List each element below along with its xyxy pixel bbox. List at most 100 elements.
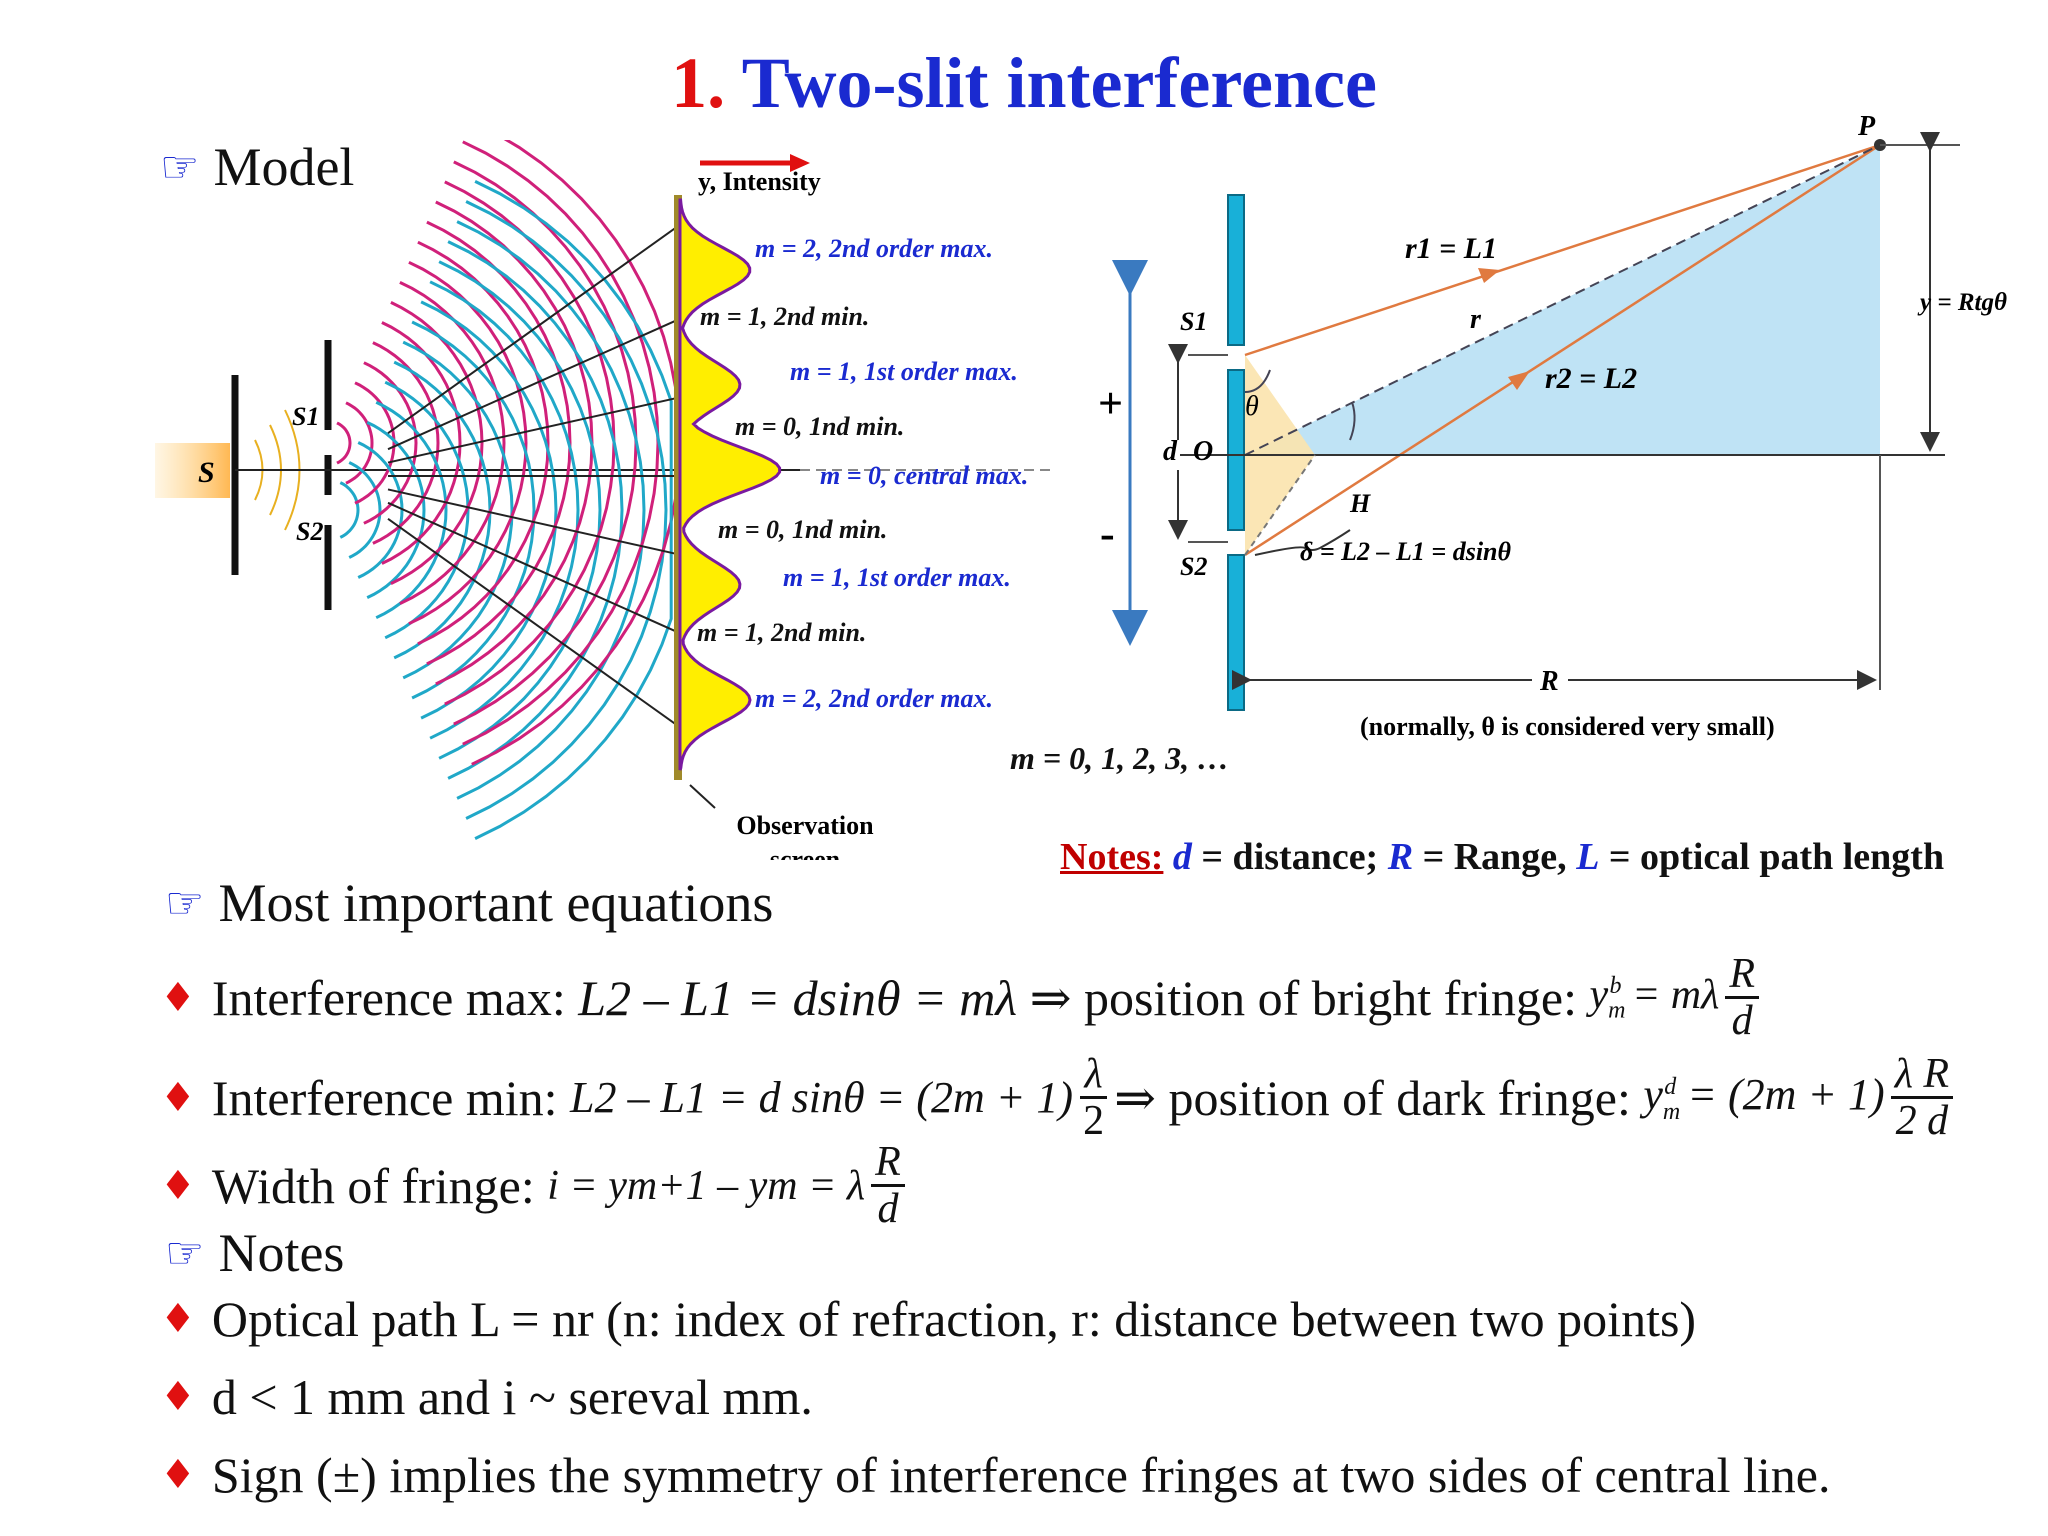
wavefront-arc-a7	[390, 301, 484, 585]
wavefront-arc-b1	[339, 481, 360, 539]
screen-label-line2: screen	[770, 845, 841, 860]
two-slit-wave-diagram: S S1 S2 y, Intensity m = 2, 2nd order ma…	[155, 140, 1050, 860]
label-m2-max-top: m = 2, 2nd order max.	[755, 234, 993, 263]
wavefront-arc-b6	[384, 380, 470, 640]
intensity-axis-label: y, Intensity	[698, 167, 821, 196]
pointing-hand-icon: ☞	[160, 141, 200, 193]
o-label: O	[1193, 436, 1213, 467]
section-notes: ☞ Notes	[165, 1223, 345, 1283]
slit-wall-bottom	[1227, 554, 1245, 711]
slit1-label: S1	[292, 402, 319, 431]
label-m1-min-bottom: m = 1, 2nd min.	[697, 618, 866, 647]
antinodal-line-2	[387, 397, 677, 464]
label-m2-max-bottom: m = 2, 2nd order max.	[755, 684, 993, 713]
r2-label: r2 = L2	[1545, 362, 1637, 395]
light-source-glow	[155, 443, 230, 498]
wavefront-arc-b12	[438, 260, 602, 760]
s1-label: S1	[1180, 307, 1207, 336]
wavefront-arc-b10	[420, 300, 558, 720]
antinodal-line-0	[387, 226, 677, 434]
screen-label-line1: Observation	[736, 811, 874, 840]
wavefront-arc-a3	[354, 381, 396, 505]
bright-fringe-symbol: ymb = mλ	[1589, 971, 1720, 1024]
pointing-hand-icon: ☞	[165, 877, 205, 929]
wavefront-arc-b11	[429, 280, 580, 740]
intensity-curve	[678, 198, 782, 771]
antinodal-line-6	[387, 518, 677, 726]
theta-label: θ	[1245, 391, 1259, 422]
y-label: y = Rtgθ	[1917, 289, 2007, 316]
diamond-bullet-icon: ♦	[160, 1374, 196, 1420]
label-m1-min-top: m = 1, 2nd min.	[700, 302, 869, 331]
theta-arc	[1244, 369, 1271, 393]
ray-r2-arrow	[1508, 371, 1530, 390]
label-m1-max-bottom: m = 1, 1st order max.	[783, 563, 1011, 592]
equation-max: ♦ Interference max: L2 – L1 = dsinθ = mλ…	[160, 952, 1765, 1043]
delta-brace	[1254, 529, 1351, 556]
wavefront-arc-a5	[372, 341, 440, 545]
antinodal-line-5	[387, 501, 677, 633]
pointing-hand-icon: ☞	[165, 1227, 205, 1279]
delta-formula: δ = L2 – L1 = dsinθ	[1300, 537, 1512, 566]
point-p-label: P	[1857, 111, 1876, 142]
d-label: d	[1163, 436, 1178, 467]
wavefront-arc-b9	[411, 320, 536, 700]
section-model: ☞ Model	[160, 137, 355, 197]
perpendicular-line	[1244, 454, 1316, 556]
wavefront-arc-b13	[447, 240, 624, 780]
wavefront-arc-b5	[375, 400, 448, 620]
r-label: R	[1539, 666, 1559, 697]
diamond-bullet-icon: ♦	[160, 1074, 196, 1121]
slit-wall-top	[1227, 194, 1245, 346]
minus-sign: -	[1100, 509, 1115, 558]
ray-r2	[1244, 143, 1881, 557]
antinodal-line-1	[387, 319, 677, 451]
screen-pointer	[689, 784, 716, 809]
label-m0-min-top: m = 0, 1nd min.	[735, 412, 904, 441]
wavefront-arc-b4	[366, 421, 426, 599]
note-optical-path: ♦ Optical path L = nr (n: index of refra…	[160, 1291, 1697, 1347]
diamond-bullet-icon: ♦	[160, 1296, 196, 1342]
y-axis-arrowhead	[790, 154, 810, 172]
small-angle-note: (normally, θ is considered very small)	[1360, 712, 1775, 741]
ray-r1-arrow	[1478, 268, 1500, 283]
s2-label: S2	[1180, 552, 1207, 581]
slit-wall-middle	[1227, 369, 1245, 531]
antinodal-lines	[387, 226, 677, 726]
antinodal-line-4	[387, 488, 677, 555]
ray-r1	[1244, 143, 1881, 357]
h-label: H	[1349, 489, 1371, 518]
diamond-bullet-icon: ♦	[160, 1162, 196, 1209]
dark-fringe-symbol: ymd = (2m + 1)	[1643, 1070, 1885, 1125]
angle-arc	[1349, 401, 1356, 441]
ray-r	[1244, 144, 1881, 456]
r-ray-label: r	[1470, 304, 1482, 335]
note-slit-size: ♦ d < 1 mm and i ~ sereval mm.	[160, 1369, 813, 1425]
wavefront-arc-a2	[345, 401, 374, 485]
diamond-bullet-icon: ♦	[160, 1452, 196, 1498]
r-label-bg	[1532, 662, 1568, 696]
page-title: 1. Two-slit interference	[671, 43, 1377, 123]
equation-min: ♦ Interference min: L2 – L1 = d sinθ = (…	[160, 1052, 1959, 1143]
note-symmetry: ♦ Sign (±) implies the symmetry of inter…	[160, 1447, 1831, 1503]
wavefront-arc-b2	[348, 461, 382, 559]
source-label: S	[198, 456, 215, 489]
wavefront-arc-a1	[336, 421, 352, 465]
label-m0-min-bottom: m = 0, 1nd min.	[718, 515, 887, 544]
interference-wavefronts	[336, 140, 678, 840]
m-values: m = 0, 1, 2, 3, …	[1010, 740, 1230, 776]
slit2-label: S2	[296, 517, 323, 546]
wavefront-arc-b14	[456, 220, 646, 800]
wavefront-arc-b16	[474, 180, 673, 840]
label-central-max: m = 0, central max.	[820, 461, 1028, 490]
path-difference-diagram: P y = Rtgθ R d O + - S1 S2 θ H r1 = L1 r…	[1098, 111, 2007, 741]
label-m1-max-top: m = 1, 1st order max.	[790, 357, 1018, 386]
r1-label: r1 = L1	[1405, 232, 1497, 265]
definitions-note: Notes: d = distance; R = Range, L = opti…	[1060, 836, 1945, 878]
plus-sign: +	[1098, 379, 1123, 428]
